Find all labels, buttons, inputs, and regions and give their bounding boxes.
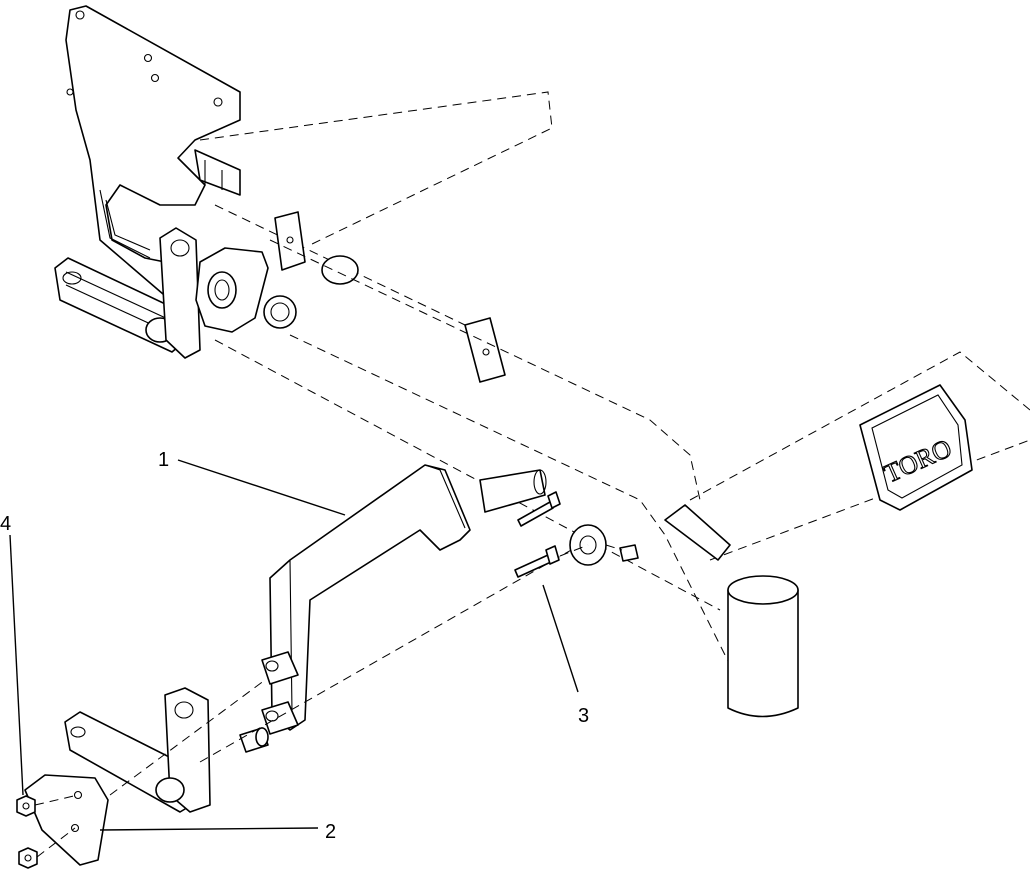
callout-leaders bbox=[9, 459, 579, 831]
leader-line-3 bbox=[542, 584, 579, 693]
leader-line-1 bbox=[177, 459, 346, 516]
leader-line-2 bbox=[99, 827, 319, 831]
upper-frame-assembly bbox=[54, 5, 731, 666]
callout-2: 2 bbox=[325, 821, 336, 843]
pedal-assembly bbox=[16, 464, 639, 869]
callout-4: 4 bbox=[0, 513, 11, 535]
callout-3: 3 bbox=[578, 705, 589, 727]
toro-housing: TORO bbox=[664, 351, 1030, 718]
callout-1: 1 bbox=[158, 449, 169, 471]
leader-line-4 bbox=[9, 534, 24, 796]
callout-numbers: 1 2 3 4 bbox=[0, 449, 589, 843]
